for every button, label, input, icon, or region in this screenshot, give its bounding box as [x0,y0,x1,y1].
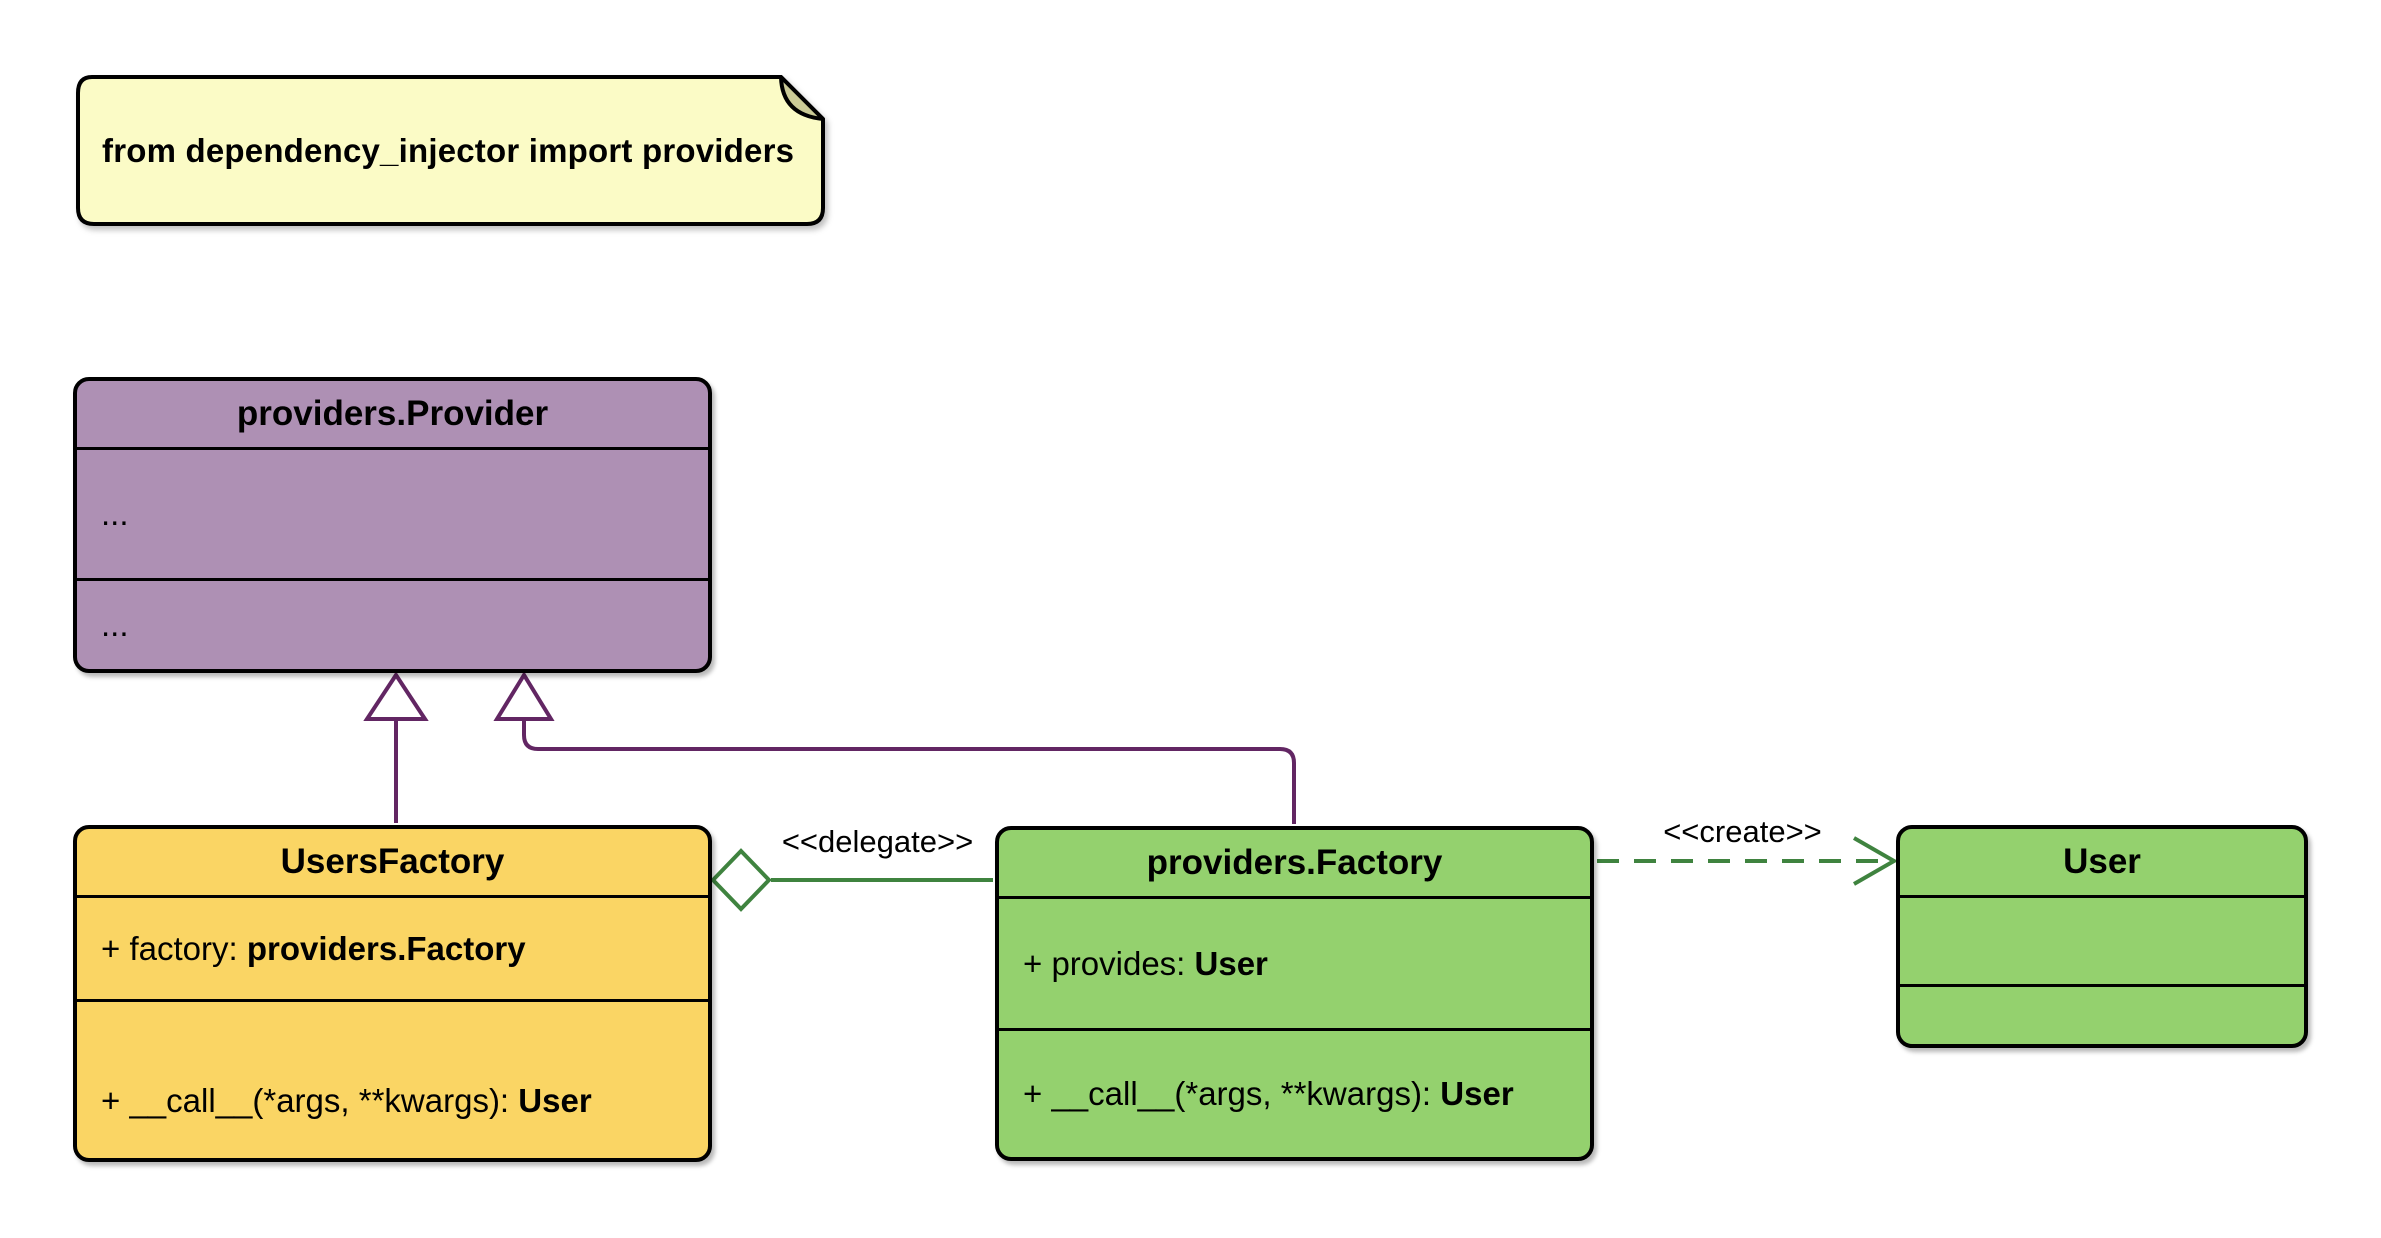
class-title: User [2063,842,2141,881]
class-box-providers-provider: providers.Provider ... ... [73,377,712,673]
class-methods-compartment: + __call__(*args, **kwargs): User [999,1028,1590,1157]
class-box-user: User [1896,825,2308,1048]
class-box-users-factory: UsersFactory + factory: providers.Factor… [73,825,712,1162]
inheritance-triangle-left [363,671,429,721]
method-text: + __call__(*args, **kwargs): User [1023,1075,1514,1112]
create-edge-label: <<create>> [1663,814,1822,849]
create-arrowhead [1853,836,1899,886]
class-attributes-compartment: ... [77,447,708,578]
note-body [76,75,825,226]
class-methods-compartment [1900,984,2304,1044]
inheritance-triangle-right [493,671,555,721]
class-title: providers.Provider [236,394,549,433]
class-attributes-compartment: + factory: providers.Factory [77,895,708,999]
method-text: ... [101,606,129,643]
attribute-text: + factory: providers.Factory [101,929,526,967]
inheritance-elbow-right [522,719,1296,824]
delegate-edge-label: <<delegate>> [781,824,974,859]
class-title: providers.Factory [1146,843,1443,882]
attribute-text: + provides: User [1023,944,1268,982]
class-box-providers-factory: providers.Factory + provides: User + __c… [995,826,1594,1161]
class-methods-compartment: ... [77,578,708,669]
code-note: from dependency_injector import provider… [76,75,825,226]
attribute-text: ... [101,495,129,532]
class-attributes-compartment [1900,895,2304,984]
note-fold-corner [779,75,825,121]
class-title: UsersFactory [280,842,505,881]
method-text: + __call__(*args, **kwargs): User [101,1082,592,1119]
class-attributes-compartment: + provides: User [999,896,1590,1028]
note-text: from dependency_injector import provider… [102,131,795,169]
class-methods-compartment: + __call__(*args, **kwargs): User [77,999,708,1158]
note-shape [76,75,825,226]
